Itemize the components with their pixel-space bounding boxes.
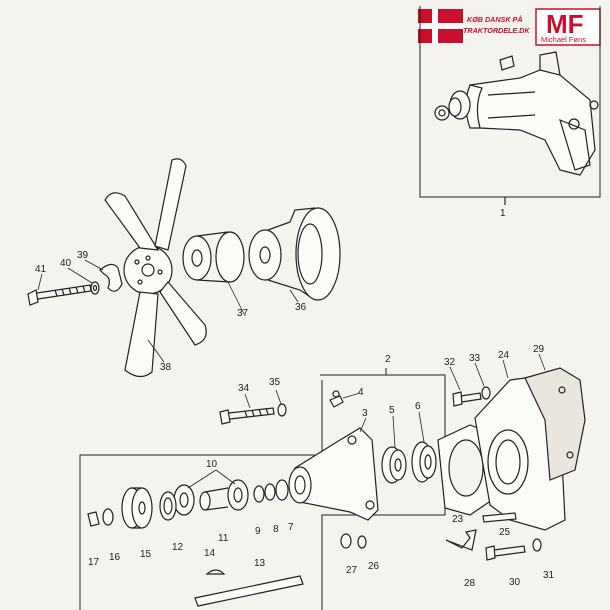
part-label-4: 4 xyxy=(358,387,364,398)
part-label-30: 30 xyxy=(509,577,521,588)
part-label-10: 10 xyxy=(206,459,218,470)
banner-text-line2: TRAKTORDELE.DK xyxy=(463,26,530,35)
assembly-frame xyxy=(79,368,446,610)
part-label-12: 12 xyxy=(172,542,184,553)
part-label-33: 33 xyxy=(469,353,481,364)
part-label-32: 32 xyxy=(444,357,456,368)
part-label-2: 2 xyxy=(385,354,391,365)
fan-blade xyxy=(124,291,159,378)
part-label-28: 28 xyxy=(464,578,476,589)
part-label-15: 15 xyxy=(140,549,152,560)
part-label-24: 24 xyxy=(498,350,510,361)
part-label-31: 31 xyxy=(543,570,555,581)
part-label-16: 16 xyxy=(109,552,121,563)
part-label-14: 14 xyxy=(204,548,216,559)
part-label-35: 35 xyxy=(269,377,281,388)
bearing-seal-parts xyxy=(87,441,437,607)
part-label-17: 17 xyxy=(88,557,100,568)
fan-blade xyxy=(159,281,207,346)
mf-logo-text: MF xyxy=(546,9,584,39)
mf-logo: MF Michael Føns xyxy=(535,8,601,46)
adaptor-group xyxy=(340,367,586,561)
fan-spacer xyxy=(182,231,245,283)
pump-housing xyxy=(288,427,379,521)
part-label-8: 8 xyxy=(273,524,279,535)
retaining-plate xyxy=(99,263,123,292)
part-label-3: 3 xyxy=(362,408,368,419)
banner: KØB DANSK PÅ TRAKTORDELE.DK MF Michael F… xyxy=(418,8,601,46)
part-label-9: 9 xyxy=(255,526,261,537)
fan-blade xyxy=(154,158,187,251)
part-labels: 1 2 3 4 5 6 7 8 9 10 11 12 13 14 15 16 1… xyxy=(35,208,555,589)
danish-flag-icon xyxy=(418,9,463,43)
fan-washer xyxy=(90,281,100,295)
pulley xyxy=(248,207,341,301)
part-label-36: 36 xyxy=(295,302,307,313)
fan-group xyxy=(27,158,341,378)
part-label-38: 38 xyxy=(160,362,172,373)
part-label-6: 6 xyxy=(415,401,421,412)
part-label-29: 29 xyxy=(533,344,545,355)
part-label-23: 23 xyxy=(452,514,464,525)
inset-assembled-pump xyxy=(419,6,601,205)
mf-logo-subtext: Michael Føns xyxy=(541,35,586,44)
part-label-40: 40 xyxy=(60,258,72,269)
part-label-26: 26 xyxy=(368,561,380,572)
part-label-41: 41 xyxy=(35,264,47,275)
part-label-37: 37 xyxy=(237,308,249,319)
upper-bolts xyxy=(219,390,344,425)
part-label-13: 13 xyxy=(254,558,266,569)
part-label-25: 25 xyxy=(499,527,511,538)
fan-bolt xyxy=(27,284,92,306)
leader-lines xyxy=(37,259,546,489)
part-label-11: 11 xyxy=(218,533,229,544)
part-label-5: 5 xyxy=(389,405,395,416)
part-label-7: 7 xyxy=(288,522,294,533)
part-label-39: 39 xyxy=(77,250,89,261)
banner-text-line1: KØB DANSK PÅ xyxy=(467,15,523,24)
part-label-27: 27 xyxy=(346,565,358,576)
part-label-34: 34 xyxy=(238,383,250,394)
fan-blade xyxy=(104,192,160,251)
part-label-1: 1 xyxy=(500,208,506,219)
